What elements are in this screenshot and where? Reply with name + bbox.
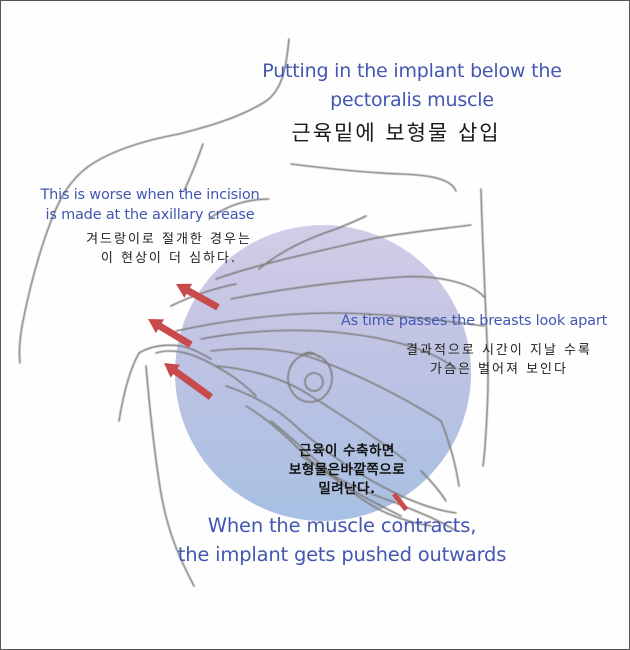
areola xyxy=(287,353,333,403)
nipple xyxy=(304,372,324,392)
muscle-note-ko-line3: 밀려난다. xyxy=(318,481,376,497)
contract-note-en-line1: When the muscle contracts, xyxy=(207,514,477,537)
shoulder-line xyxy=(52,38,290,217)
arm-line-4 xyxy=(155,350,257,397)
neck-line xyxy=(183,143,204,192)
apart-note-ko-line2: 가슴은 벌어져 보인다 xyxy=(430,362,568,377)
muscle-note-ko-line1: 근육이 수축하면 xyxy=(299,443,395,459)
contract-note-en-line2: the implant gets pushed outwards xyxy=(177,543,507,566)
arrow-icon-2 xyxy=(148,319,193,348)
muscle-note-ko-line2: 보형물은바깥쪽으로 xyxy=(288,462,406,478)
arrow-icon-1 xyxy=(176,283,220,311)
arrow-icon-3 xyxy=(164,363,213,400)
arrow-group xyxy=(148,283,409,512)
axillary-note-ko: 겨드랑이로 절개한 경우는 이 현상이 더 심하다. xyxy=(51,230,287,268)
arm-line-3 xyxy=(145,365,195,587)
implant-circle xyxy=(175,225,471,521)
title-en: Putting in the implant below the pectora… xyxy=(227,57,597,115)
apart-note-en: As time passes the breasts look apart xyxy=(340,313,608,329)
axillary-note-en: This is worse when the incision is made … xyxy=(15,185,285,225)
arm-line-2 xyxy=(118,352,140,422)
title-en-line2: pectoralis muscle xyxy=(330,89,494,111)
torso-right-line xyxy=(480,188,489,467)
torso-left-line xyxy=(18,215,54,364)
title-en-line1: Putting in the implant below the xyxy=(262,60,562,82)
muscle-note-ko: 근육이 수축하면 보형물은바깥쪽으로 밀려난다. xyxy=(263,442,431,499)
axillary-note-ko-line1: 겨드랑이로 절개한 경우는 xyxy=(86,232,252,247)
axillary-note-en-line1: This is worse when the incision xyxy=(40,187,260,203)
axillary-note-ko-line2: 이 현상이 더 심하다. xyxy=(100,251,238,266)
title-ko: 근육밑에 보형물 삽입 xyxy=(291,121,501,145)
arm-line-1 xyxy=(138,344,212,360)
apart-note-ko-line1: 결과적으로 시간이 지날 수록 xyxy=(406,343,592,358)
contract-note-en: When the muscle contracts, the implant g… xyxy=(147,511,537,569)
apart-note-ko: 결과적으로 시간이 지날 수록 가슴은 벌어져 보인다 xyxy=(375,341,623,379)
arrow-icon-4 xyxy=(392,492,409,512)
axillary-note-en-line2: is made at the axillary crease xyxy=(45,207,255,223)
